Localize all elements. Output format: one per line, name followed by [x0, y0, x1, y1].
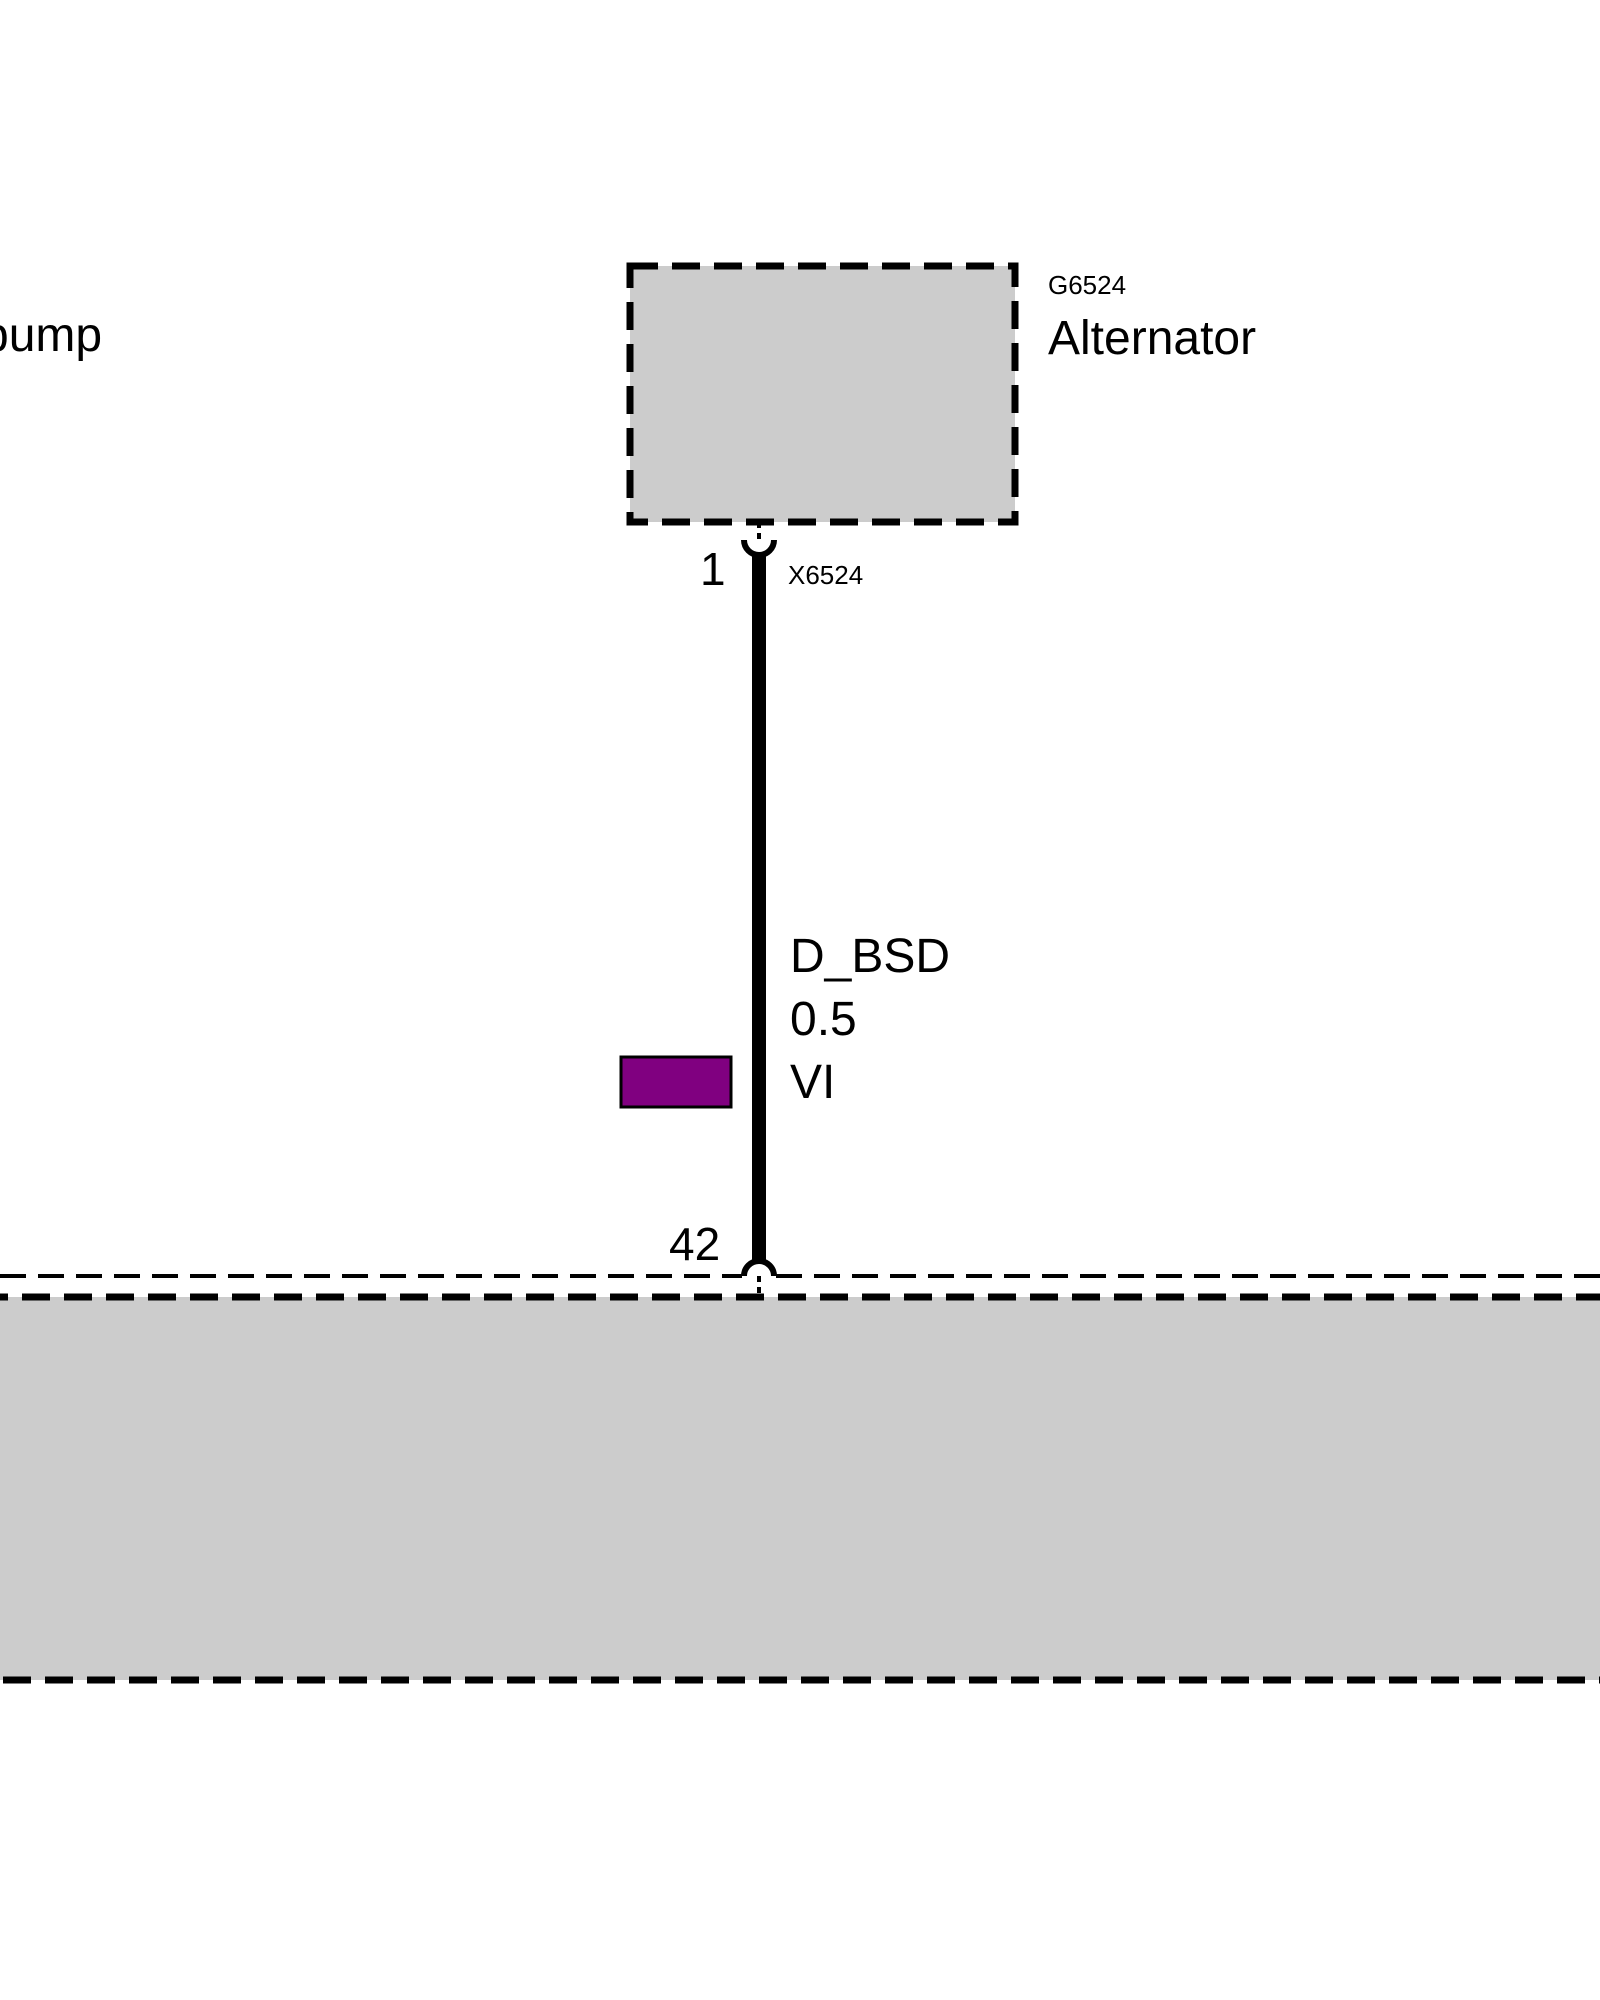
- module-pin-number: 42: [669, 1218, 720, 1270]
- alternator-id: G6524: [1048, 270, 1126, 300]
- alternator-box[interactable]: [626, 262, 1019, 526]
- module-connector-symbol[interactable]: [741, 1258, 777, 1277]
- alternator-component[interactable]: [626, 262, 1019, 526]
- alternator-connector-id: X6524: [788, 560, 863, 590]
- wire-cross-section-label: 0.5: [790, 993, 857, 1046]
- lower-module-box[interactable]: [0, 1293, 1600, 1684]
- wire-signal-label: D_BSD: [790, 930, 950, 983]
- alternator-name: Alternator: [1048, 312, 1256, 365]
- alternator-pin-number: 1: [700, 543, 726, 595]
- left-component-label: pump: [0, 309, 102, 362]
- wire-color-code-label: VI: [790, 1056, 835, 1109]
- wire-color-swatch: [619, 1055, 733, 1109]
